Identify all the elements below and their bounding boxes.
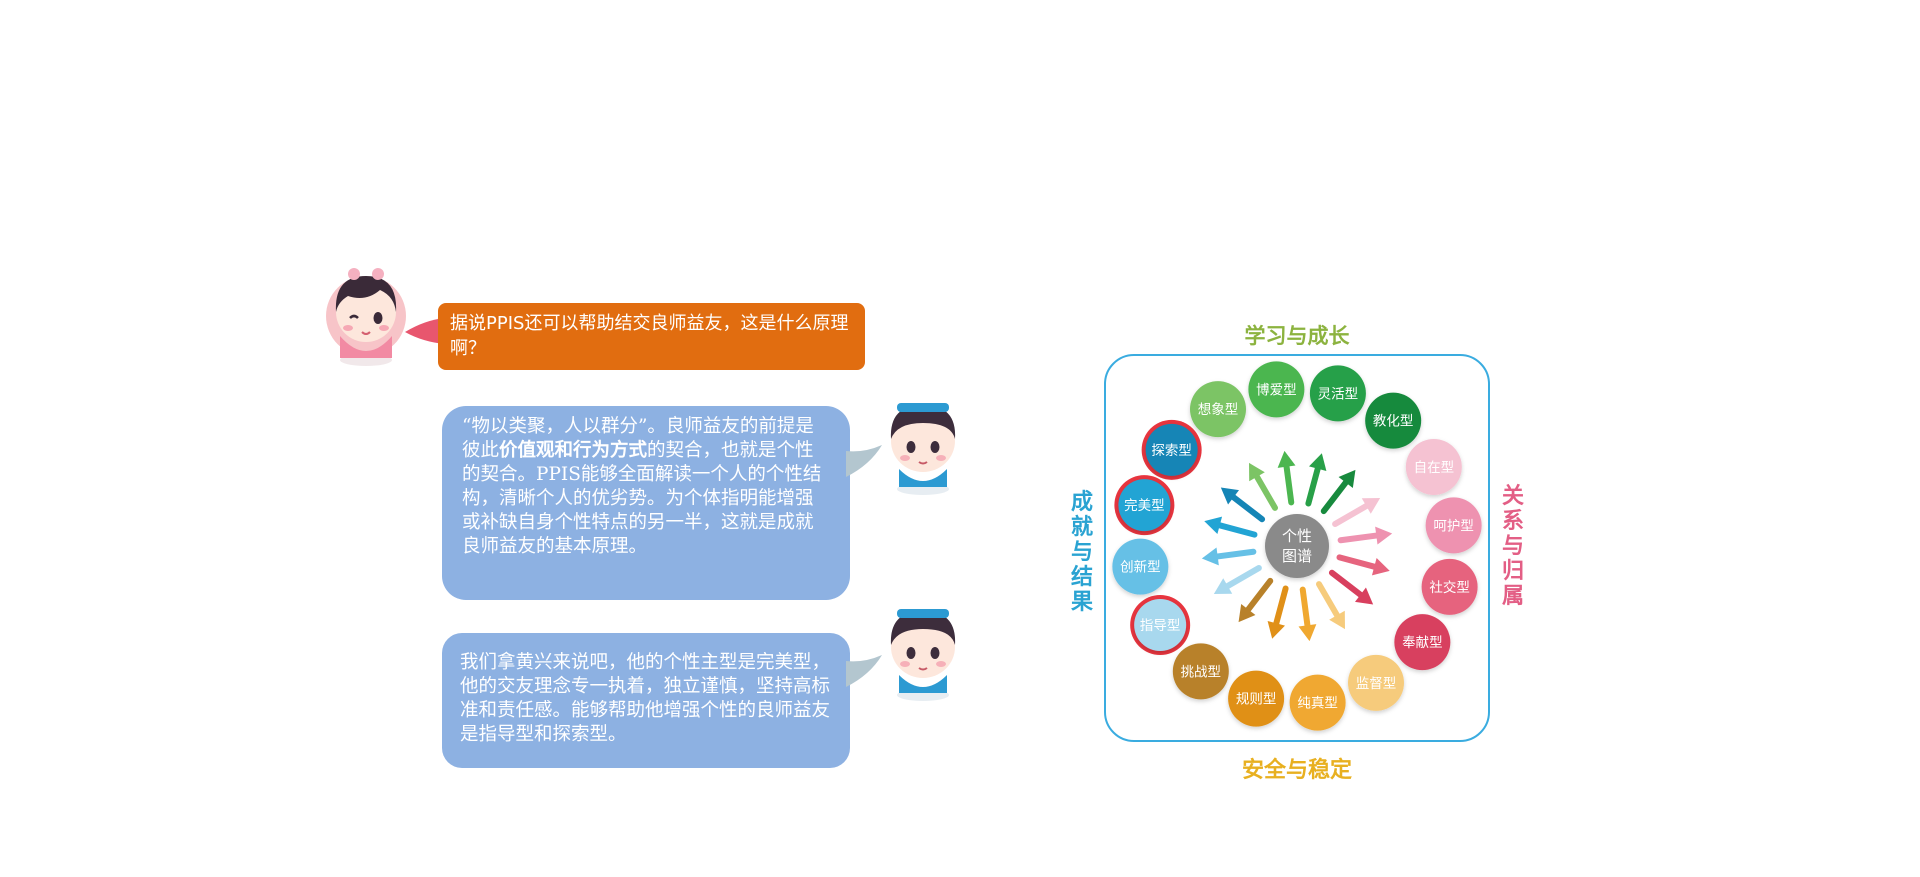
girl-avatar: [326, 268, 406, 366]
type-node-4: 教化型: [1365, 392, 1422, 449]
boy-avatar-2: [890, 609, 956, 701]
type-node-circle: [1134, 599, 1187, 651]
type-node-10: 纯真型: [1289, 674, 1346, 731]
arrow-4: [1320, 469, 1356, 515]
type-node-circle: [1118, 479, 1171, 532]
type-node-5: 自在型: [1405, 439, 1462, 495]
question-bubble: 据说PPIS还可以帮助结交良师益友，这是什么原理啊？: [438, 303, 865, 370]
type-node-label: 指导型: [1140, 618, 1181, 634]
type-node-label: 纯真型: [1297, 696, 1338, 712]
diagram-frame: [1104, 354, 1490, 742]
type-node-13: 指导型: [1130, 595, 1191, 655]
answer-bubble-1-tail: [846, 445, 882, 477]
type-node-circle: [1289, 674, 1346, 731]
type-node-2: 博爱型: [1248, 361, 1305, 418]
type-node-label: 奉献型: [1402, 635, 1443, 651]
arrow-16: [1220, 487, 1266, 523]
type-node-6: 呵护型: [1425, 497, 1482, 554]
answer-1-part1: “物以类聚，人以群分”。良师益友的前提是彼此: [462, 416, 814, 461]
type-node-circle: [1248, 361, 1305, 418]
type-node-label: 教化型: [1373, 414, 1414, 430]
arrow-5: [1332, 498, 1381, 527]
center-node: 个性 图谱: [1265, 514, 1329, 578]
answer-bubble-2: 我们拿黄兴来说吧，他的个性主型是完美型，他的交友理念专一执着，独立谨慎，坚持高标…: [442, 633, 850, 768]
type-node-circle: [1421, 558, 1478, 615]
axis-label-right: 关系与归属: [1501, 484, 1524, 609]
arrow-14: [1201, 547, 1257, 566]
answer-bubble-1: “物以类聚，人以群分”。良师益友的前提是彼此价值观和行为方式的契合，也就是个性的…: [442, 406, 850, 600]
type-node-circle: [1348, 654, 1404, 711]
type-node-label: 监督型: [1356, 676, 1397, 692]
answer-2-text: 我们拿黄兴来说吧，他的个性主型是完美型，他的交友理念专一执着，独立谨慎，坚持高标…: [460, 652, 831, 745]
axis-label-top: 学习与成长: [1244, 324, 1350, 348]
type-node-circle: [1425, 497, 1482, 554]
arrow-7: [1336, 554, 1390, 576]
question-text: 据说PPIS还可以帮助结交良师益友，这是什么原理啊？: [450, 313, 848, 359]
type-node-label: 灵活型: [1318, 386, 1359, 402]
answer-1-bold: 价值观和行为方式: [499, 440, 648, 461]
arrow-1: [1249, 462, 1278, 511]
type-node-7: 社交型: [1421, 558, 1478, 615]
type-node-circle: [1145, 423, 1198, 476]
type-node-label: 自在型: [1414, 460, 1455, 476]
type-node-circle: [1112, 538, 1169, 595]
type-node-label: 博爱型: [1256, 381, 1297, 398]
type-node-label: 规则型: [1236, 692, 1277, 708]
type-node-label: 探索型: [1151, 443, 1192, 459]
arrow-3: [1305, 453, 1327, 507]
type-node-8: 奉献型: [1394, 614, 1451, 671]
arrow-8: [1328, 569, 1374, 605]
type-node-circle: [1228, 670, 1285, 727]
arrow-12: [1238, 577, 1274, 623]
type-node-12: 挑战型: [1172, 643, 1229, 700]
answer-1-part2: 的契合，也就是个性的契合。PPIS能够全面解读一个人的个性结构，清晰个人的优劣势…: [462, 440, 822, 557]
type-node-label: 创新型: [1120, 560, 1161, 576]
answer-1-text: “物以类聚，人以群分”。良师益友的前提是彼此价值观和行为方式的契合，也就是个性的…: [462, 415, 830, 559]
type-node-16: 探索型: [1141, 419, 1202, 480]
question-brand: PPIS: [486, 313, 525, 334]
type-node-circle: [1365, 392, 1422, 449]
type-node-circle: [1405, 439, 1462, 495]
type-node-1: 想象型: [1190, 381, 1246, 438]
question-text-prefix: 据说: [450, 313, 486, 334]
axis-label-left: 成就与结果: [1070, 490, 1093, 615]
type-node-label: 想象型: [1198, 402, 1239, 418]
axis-label-bottom: 安全与稳定: [1241, 758, 1352, 783]
answer-bubble-2-tail: [846, 655, 882, 687]
type-node-circle: [1309, 365, 1366, 422]
arrow-15: [1204, 516, 1258, 538]
type-node-14: 创新型: [1112, 538, 1169, 595]
arrow-13: [1213, 565, 1262, 594]
question-bubble-tail: [405, 318, 445, 344]
type-node-label: 完美型: [1124, 498, 1165, 514]
boy-avatar-1: [890, 403, 956, 495]
type-node-11: 规则型: [1228, 670, 1285, 727]
type-node-circle: [1172, 643, 1229, 700]
type-node-label: 挑战型: [1181, 664, 1222, 680]
type-node-9: 监督型: [1348, 654, 1404, 711]
type-node-15: 完美型: [1114, 475, 1175, 536]
center-label-line1: 个性: [1282, 527, 1312, 545]
type-node-label: 社交型: [1429, 579, 1470, 596]
arrow-6: [1337, 526, 1393, 545]
arrow-2: [1277, 450, 1296, 506]
type-node-circle: [1394, 614, 1451, 671]
arrow-9: [1316, 581, 1345, 630]
question-text-suffix: 还可以帮助结交良师益友，这是什么原理啊？: [450, 313, 849, 359]
center-label-line2: 图谱: [1282, 547, 1312, 565]
type-node-circle: [1190, 381, 1246, 438]
type-node-label: 呵护型: [1433, 518, 1474, 534]
type-node-3: 灵活型: [1309, 365, 1366, 422]
arrow-11: [1267, 585, 1289, 639]
arrow-10: [1298, 586, 1317, 642]
